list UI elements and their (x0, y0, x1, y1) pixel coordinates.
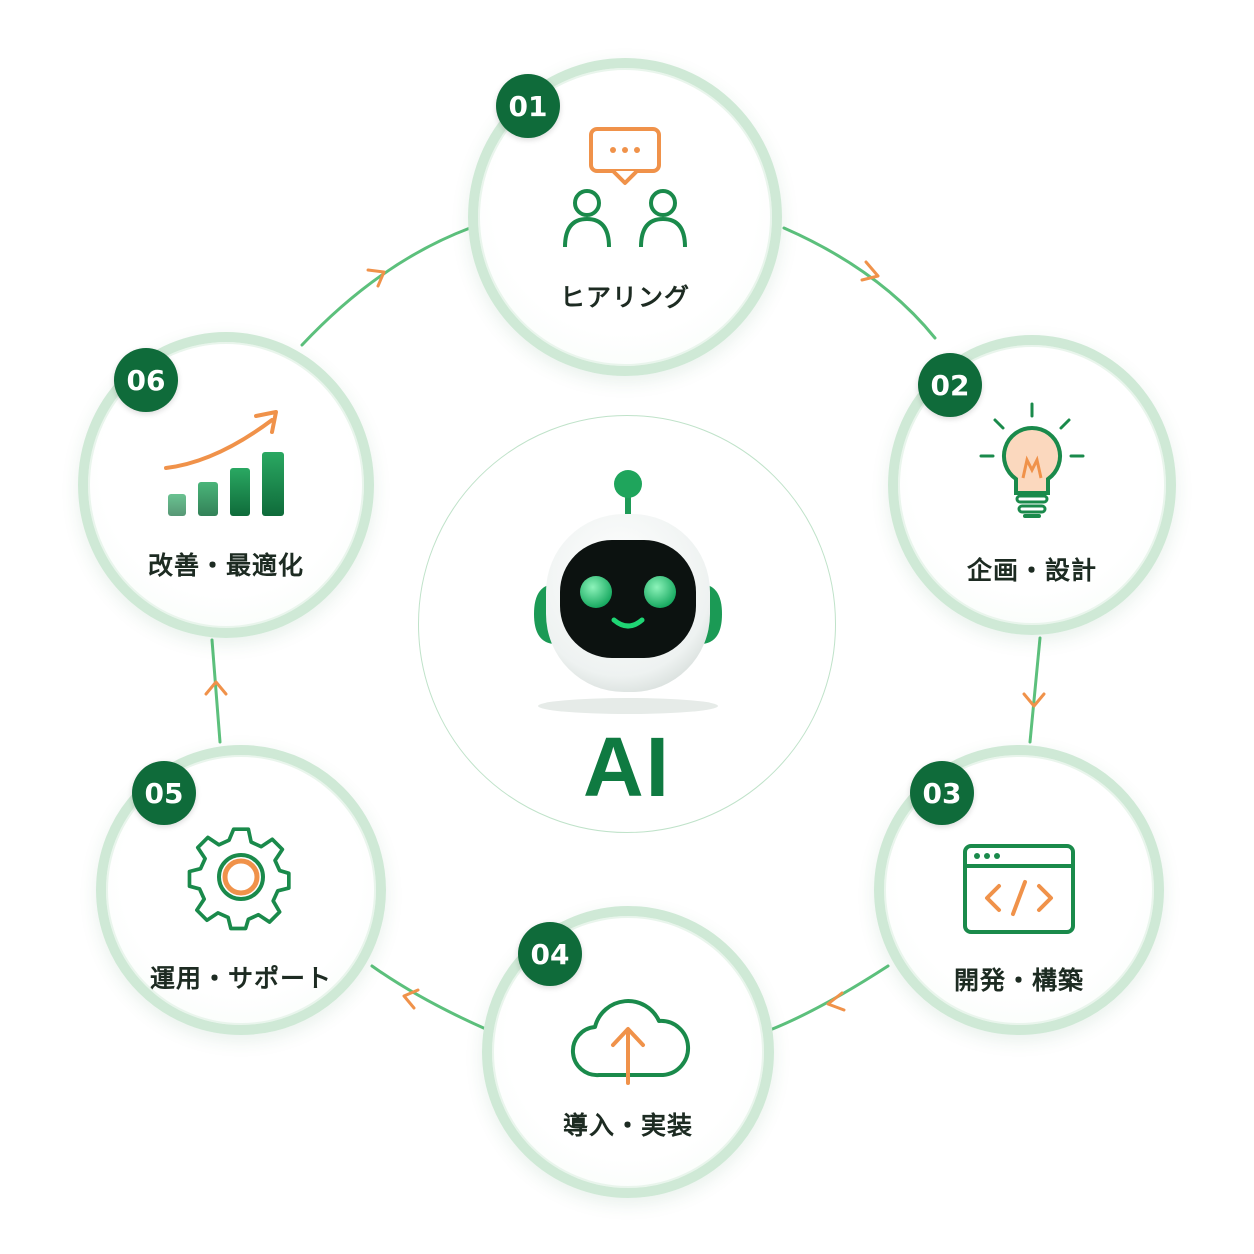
arrow-05-06 (204, 680, 228, 696)
step-label: 導入・実装 (562, 1111, 693, 1140)
connector-05-06 (210, 638, 222, 744)
cloud-upload-icon (570, 999, 690, 1085)
step-number-badge: 02 (918, 353, 982, 417)
people-conversation-icon (563, 127, 687, 248)
connector-04-05 (370, 964, 490, 1032)
arrow-03-04 (826, 991, 846, 1012)
step-number-badge: 06 (114, 348, 178, 412)
step-label: 改善・最適化 (147, 551, 304, 580)
step-label: 運用・サポート (149, 964, 332, 993)
connector-03-04 (768, 964, 890, 1032)
lightbulb-icon (979, 402, 1085, 518)
growth-chart-icon (164, 410, 284, 516)
step-number-badge: 05 (132, 761, 196, 825)
step-01-hearing: 01 ヒアリング (468, 58, 782, 376)
step-06-improvement: 06 改善・最適化 (78, 332, 374, 638)
step-label: 開発・構築 (953, 966, 1084, 995)
center-ai-label: AI (583, 720, 671, 814)
step-label: 企画・設計 (966, 556, 1097, 585)
step-05-operation: 05 運用・サポート (96, 745, 386, 1035)
gear-icon (187, 827, 291, 931)
step-label: ヒアリング (559, 283, 690, 312)
arrow-02-03 (1022, 692, 1046, 708)
step-number-badge: 04 (518, 922, 582, 986)
step-03-development: 03 開発・構築 (874, 745, 1164, 1035)
robot-icon (534, 470, 722, 714)
arrow-01-02 (860, 260, 880, 282)
connector-01-02 (782, 226, 937, 340)
connector-06-01 (300, 226, 472, 347)
step-02-planning: 02 企画・設計 (888, 335, 1176, 635)
code-window-icon (963, 844, 1075, 934)
step-04-implementation: 04 導入・実装 (482, 906, 774, 1198)
connector-02-03 (1028, 636, 1042, 744)
center-ai-circle: AI (418, 415, 836, 833)
step-number-badge: 03 (910, 761, 974, 825)
arrow-04-05 (402, 988, 420, 1010)
step-number-badge: 01 (496, 74, 560, 138)
arrow-06-01 (366, 268, 386, 288)
